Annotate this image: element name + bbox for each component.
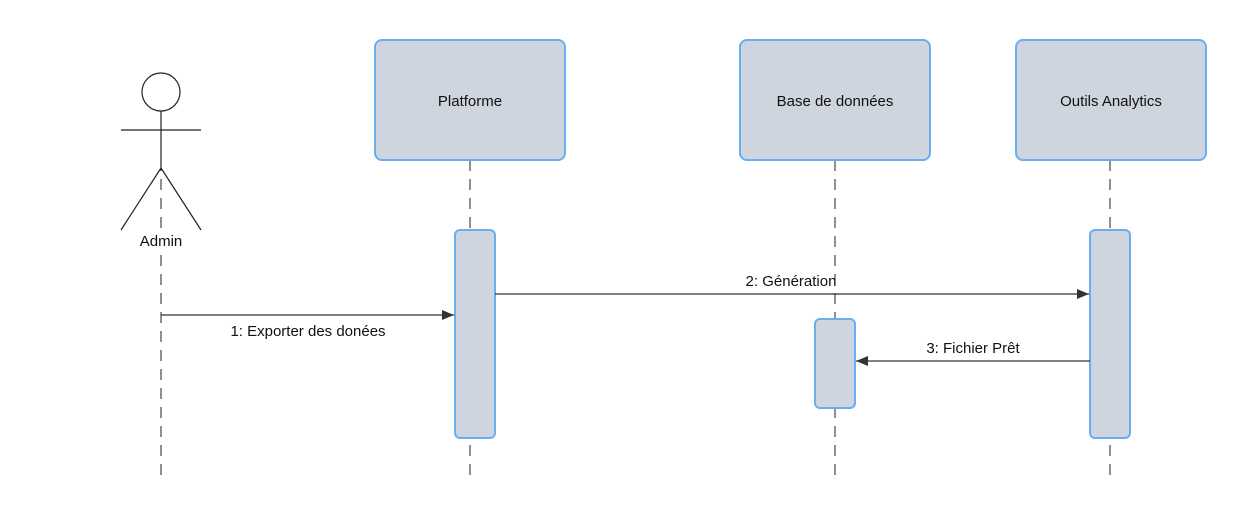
participant-label: Base de données (777, 93, 894, 110)
message-3[interactable]: 3: Fichier Prêt (856, 340, 1090, 366)
analytics-activation[interactable] (1089, 229, 1131, 439)
participant-database[interactable]: Base de données (739, 39, 931, 161)
participant-label: Outils Analytics (1060, 93, 1162, 110)
admin-actor (120, 72, 202, 231)
message-2[interactable]: 2: Génération (495, 273, 1089, 299)
message-1[interactable]: 1: Exporter des donées (161, 310, 454, 340)
participant-box[interactable] (374, 39, 566, 161)
message-label: 2: Génération (746, 273, 837, 290)
database-activation[interactable] (814, 318, 856, 409)
participant-box[interactable] (739, 39, 931, 161)
actor-right-leg (160, 167, 202, 231)
participant-box[interactable] (1015, 39, 1207, 161)
platform-activation[interactable] (454, 229, 496, 439)
message-label: 3: Fichier Prêt (926, 340, 1020, 357)
participant-label: Platforme (438, 93, 502, 110)
participant-platform[interactable]: Platforme (374, 39, 566, 161)
participant-analytics[interactable]: Outils Analytics (1015, 39, 1207, 161)
actor-left-leg (120, 167, 162, 231)
actor-head (141, 72, 181, 112)
message-label: 1: Exporter des donées (230, 323, 385, 340)
actor-label-bg (128, 231, 194, 251)
actor-label: Admin (140, 233, 183, 250)
